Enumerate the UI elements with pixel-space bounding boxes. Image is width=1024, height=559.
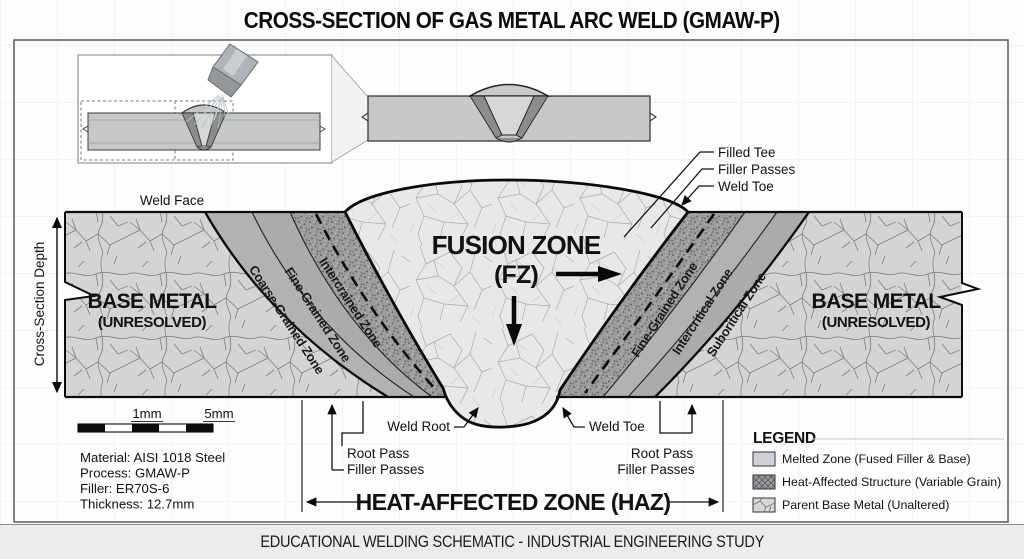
cross-section-depth-measure: Cross-Section Depth xyxy=(32,216,63,394)
fz-right-arrow xyxy=(556,266,622,282)
legend-item-melted-label: Melted Zone (Fused Filler & Base) xyxy=(782,452,971,466)
parent-metal-swatch xyxy=(752,497,776,513)
filler-passes-right-label: Filler Passes xyxy=(617,462,695,477)
spec-thickness: Thickness: 12.7mm xyxy=(80,497,194,512)
haz-dashed-boundary-left xyxy=(314,213,438,392)
footer-bar: EDUCATIONAL WELDING SCHEMATIC - INDUSTRI… xyxy=(0,524,1024,559)
top-callouts: Filled Tee Filler Passes Weld Toe xyxy=(623,145,796,238)
material-specs: Material: AISI 1018 Steel Process: GMAW-… xyxy=(80,450,225,512)
base-metal-left-label: BASE METAL xyxy=(88,290,218,313)
filler-passes-left-label: Filler Passes xyxy=(347,462,425,477)
coarse-grained-band xyxy=(205,212,414,397)
haz-swatch xyxy=(752,474,776,490)
bottom-callouts: Weld Root Weld Toe Root Pass Filler Pass… xyxy=(327,401,697,477)
scale-bar: 1mm 5mm xyxy=(77,406,235,433)
legend-item-haz-label: Heat-Affected Structure (Variable Grain) xyxy=(782,475,1001,489)
intercritical-band xyxy=(603,212,777,397)
root-pass-right-label: Root Pass xyxy=(631,446,694,461)
welding-torch-icon xyxy=(207,43,259,98)
fusion-zone-region xyxy=(343,178,690,429)
page-title: CROSS-SECTION OF GAS METAL ARC WELD (GMA… xyxy=(0,3,1024,37)
weld-root-label: Weld Root xyxy=(387,419,450,434)
base-metal-right-label: BASE METAL xyxy=(812,290,942,313)
legend: LEGEND Melted Zone (Fused Filler & Base)… xyxy=(752,430,1004,513)
torch-inset xyxy=(77,43,333,164)
base-metal-left-sub: (UNRESOLVED) xyxy=(98,314,207,331)
root-pass-left-label: Root Pass xyxy=(347,446,410,461)
scale-5mm-label: 5mm xyxy=(204,406,233,421)
legend-title: LEGEND xyxy=(753,430,816,447)
scale-1mm-label: 1mm xyxy=(132,406,161,421)
fusion-zone-abbr: (FZ) xyxy=(494,261,538,289)
legend-item-parent-label: Parent Base Metal (Unaltered) xyxy=(782,498,949,512)
weld-toe-top-label: Weld Toe xyxy=(718,179,774,194)
haz-label: HEAT-AFFECTED ZONE (HAZ) xyxy=(356,489,671,515)
weld-toe-bottom-label: Weld Toe xyxy=(589,419,645,434)
filler-passes-top-label: Filler Passes xyxy=(718,162,796,177)
spec-material: Material: AISI 1018 Steel xyxy=(80,450,225,465)
melted-zone-swatch xyxy=(752,451,776,467)
suboritical-band xyxy=(628,212,809,397)
magnifier-lines xyxy=(331,55,369,163)
filled-tee-label: Filled Tee xyxy=(718,145,776,160)
weld-face-label: Weld Face xyxy=(140,193,204,208)
cross-section-depth-label: Cross-Section Depth xyxy=(32,242,47,367)
spec-process: Process: GMAW-P xyxy=(80,466,190,481)
footer-caption: EDUCATIONAL WELDING SCHEMATIC - INDUSTRI… xyxy=(260,533,764,551)
spec-filler: Filler: ER70S-6 xyxy=(80,481,169,496)
fz-down-arrow xyxy=(506,296,522,346)
fusion-zone-title: FUSION ZONE xyxy=(432,230,601,260)
intercrained-band xyxy=(290,212,448,397)
page-title-text: CROSS-SECTION OF GAS METAL ARC WELD (GMA… xyxy=(244,7,780,33)
overview-inset xyxy=(361,83,657,143)
haz-dashed-boundary-right xyxy=(583,213,716,394)
haz-span-measure: HEAT-AFFECTED ZONE (HAZ) xyxy=(301,400,724,515)
base-metal-right-sub: (UNRESOLVED) xyxy=(822,314,931,331)
diagram-frame xyxy=(13,39,1009,523)
cross-section xyxy=(64,178,982,429)
